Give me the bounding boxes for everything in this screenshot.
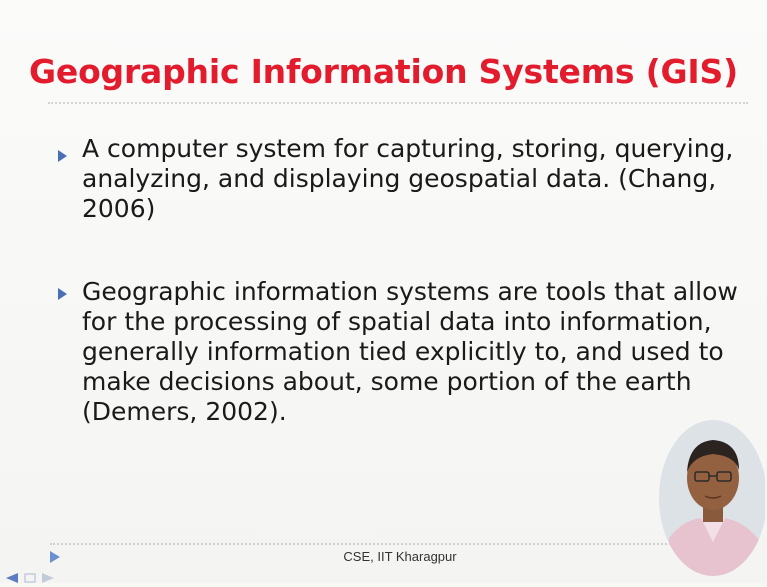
title-divider [48,102,748,104]
triangle-bullet-icon [58,150,67,162]
slide-menu-icon[interactable] [24,568,36,583]
footer-divider [50,543,695,545]
bullet-1-line-3: 2006) [82,194,156,223]
slide-toolbar [6,566,54,583]
bullet-1-line-1: A computer system for capturing, storing… [82,134,734,163]
bullet-2-line-5: (Demers, 2002). [82,397,287,426]
bullet-2-line-2: for the processing of spatial data into … [82,307,712,336]
presenter-video [655,420,765,583]
bullet-1-line-2: analyzing, and displaying geospatial dat… [82,164,717,193]
play-arrow-icon[interactable] [50,548,60,567]
next-icon[interactable] [42,568,54,583]
slide-footer: CSE, IIT Kharagpur [343,549,457,564]
slide-title: Geographic Information Systems (GIS) [29,52,738,91]
bullet-text-2: Geographic information systems are tools… [82,277,738,427]
bullet-2-line-3: generally information tied explicitly to… [82,337,724,366]
previous-icon[interactable] [6,568,18,583]
bullet-text-1: A computer system for capturing, storing… [82,134,734,224]
bullet-2-line-4: make decisions about, some portion of th… [82,367,692,396]
bullet-2-line-1: Geographic information systems are tools… [82,277,738,306]
triangle-bullet-icon [58,288,67,300]
